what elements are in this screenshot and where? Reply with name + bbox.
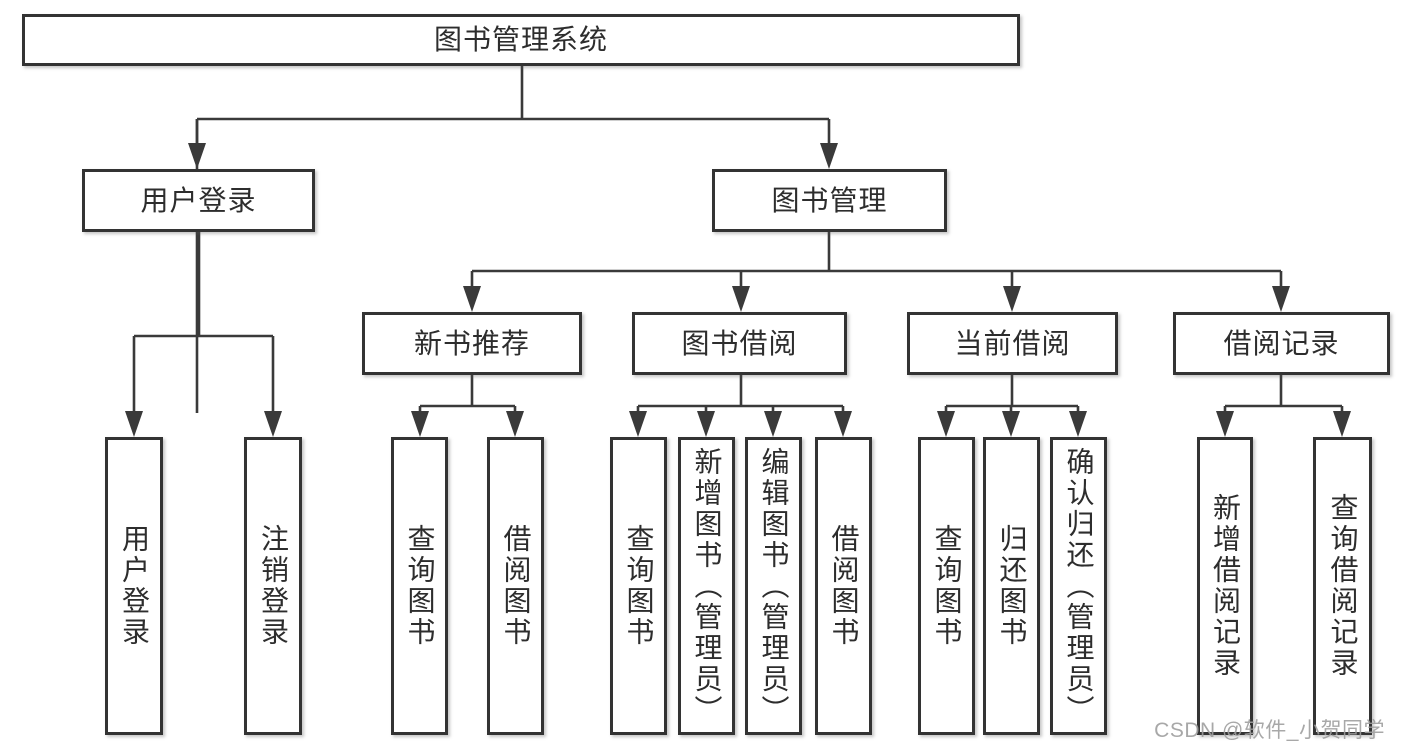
node-current-borrowing-label: 当前借阅 bbox=[954, 327, 1071, 359]
arrowhead bbox=[188, 143, 206, 169]
node-root-label: 图书管理系统 bbox=[433, 24, 608, 55]
node-leaf-borrow-books-recommend-label: 借阅图书 bbox=[500, 524, 532, 648]
connector-user-login-split bbox=[134, 232, 273, 338]
node-leaf-query-borrow-record-label: 查询借阅记录 bbox=[1327, 493, 1359, 679]
node-leaf-logout: 注销登录 bbox=[244, 437, 302, 735]
node-leaf-query-books-borrowing-label: 查询图书 bbox=[623, 524, 655, 648]
node-borrowing-records-label: 借阅记录 bbox=[1223, 327, 1340, 359]
node-leaf-edit-books-admin: 编辑图书（管理员） bbox=[745, 437, 802, 735]
node-leaf-confirm-return-admin-label: 确认归还（管理员） bbox=[1063, 446, 1095, 726]
node-user-login: 用户登录 bbox=[82, 169, 315, 232]
arrowhead bbox=[1333, 411, 1351, 437]
node-current-borrowing: 当前借阅 bbox=[907, 312, 1118, 375]
node-leaf-query-books-recommend-label: 查询图书 bbox=[404, 524, 436, 648]
arrowhead bbox=[1002, 411, 1020, 437]
node-user-login-label: 用户登录 bbox=[140, 184, 257, 216]
node-new-book-recommend-label: 新书推荐 bbox=[413, 327, 530, 359]
connector-current-split bbox=[946, 375, 1078, 408]
node-book-management-label: 图书管理 bbox=[771, 184, 888, 216]
node-new-book-recommend: 新书推荐 bbox=[362, 312, 582, 375]
node-leaf-add-books-admin-label: 新增图书（管理员） bbox=[691, 446, 723, 726]
node-leaf-query-borrow-record: 查询借阅记录 bbox=[1313, 437, 1372, 735]
node-leaf-query-books-borrowing: 查询图书 bbox=[610, 437, 667, 735]
node-leaf-user-login: 用户登录 bbox=[105, 437, 163, 735]
arrowhead bbox=[1272, 286, 1290, 312]
connector-recommend-split bbox=[420, 375, 515, 408]
node-leaf-borrow-books-borrowing: 借阅图书 bbox=[815, 437, 872, 735]
node-leaf-user-login-label: 用户登录 bbox=[119, 524, 150, 648]
node-leaf-return-books-label: 归还图书 bbox=[996, 524, 1028, 648]
arrowhead bbox=[506, 411, 524, 437]
node-leaf-add-books-admin: 新增图书（管理员） bbox=[678, 437, 735, 735]
node-leaf-query-books-recommend: 查询图书 bbox=[391, 437, 448, 735]
arrowhead bbox=[264, 411, 282, 437]
connector-borrowing-split bbox=[638, 375, 843, 408]
arrowhead bbox=[834, 411, 852, 437]
node-leaf-add-borrow-record: 新增借阅记录 bbox=[1197, 437, 1253, 735]
arrowhead bbox=[125, 411, 143, 437]
connector-records-split bbox=[1225, 375, 1342, 408]
node-leaf-query-books-current: 查询图书 bbox=[918, 437, 975, 735]
arrowhead bbox=[732, 286, 750, 312]
arrowhead bbox=[411, 411, 429, 437]
node-borrowing-records: 借阅记录 bbox=[1173, 312, 1390, 375]
csdn-watermark: CSDN @软件_小贺同学 bbox=[1154, 719, 1385, 742]
arrowhead bbox=[1069, 411, 1087, 437]
arrowhead bbox=[937, 411, 955, 437]
node-book-borrowing: 图书借阅 bbox=[632, 312, 847, 375]
node-leaf-borrow-books-recommend: 借阅图书 bbox=[487, 437, 544, 735]
node-book-management: 图书管理 bbox=[712, 169, 947, 232]
node-leaf-borrow-books-borrowing-label: 借阅图书 bbox=[828, 524, 860, 648]
arrowhead bbox=[463, 286, 481, 312]
node-leaf-add-borrow-record-label: 新增借阅记录 bbox=[1210, 493, 1241, 679]
node-root-system: 图书管理系统 bbox=[22, 14, 1020, 66]
arrowhead bbox=[764, 411, 782, 437]
node-leaf-confirm-return-admin: 确认归还（管理员） bbox=[1050, 437, 1107, 735]
arrowhead bbox=[1216, 411, 1234, 437]
arrowhead bbox=[697, 411, 715, 437]
node-leaf-return-books: 归还图书 bbox=[983, 437, 1040, 735]
connector-root-split bbox=[197, 66, 829, 121]
node-book-borrowing-label: 图书借阅 bbox=[681, 327, 798, 359]
arrowhead bbox=[1003, 286, 1021, 312]
connector-book-management-split bbox=[472, 232, 1281, 273]
node-leaf-edit-books-admin-label: 编辑图书（管理员） bbox=[758, 446, 790, 726]
arrowhead bbox=[629, 411, 647, 437]
node-leaf-query-books-current-label: 查询图书 bbox=[931, 524, 963, 648]
arrowhead bbox=[820, 143, 838, 169]
node-leaf-logout-label: 注销登录 bbox=[258, 524, 289, 648]
